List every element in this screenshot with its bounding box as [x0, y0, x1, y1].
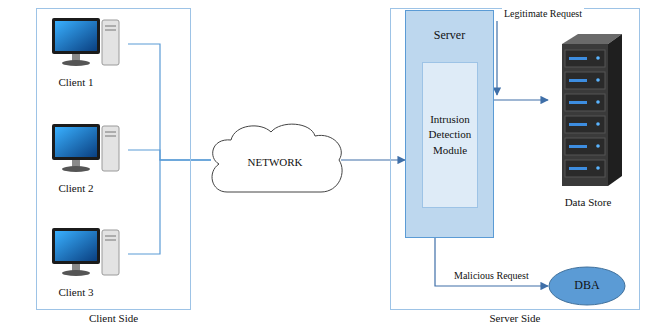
module-box: Intrusion Detection Module: [422, 62, 478, 208]
node-label: Server: [406, 11, 493, 43]
edge-label: Legitimate Request: [502, 8, 584, 20]
server-box: ServerIntrusion Detection Module: [405, 10, 494, 238]
network-cloud: NETWORK: [205, 118, 345, 202]
dba-ellipse: DBA: [548, 266, 626, 306]
leader-arrow: [496, 21, 497, 95]
node-label: NETWORK: [248, 156, 303, 169]
data-store-server: Data Store: [548, 30, 628, 212]
node-label: Intrusion Detection Module: [426, 112, 474, 158]
node-label: Client Side: [37, 312, 190, 324]
connector: [435, 238, 548, 286]
computer-icon: [48, 226, 128, 282]
server-side-region: Server SideServerIntrusion Detection Mod…: [390, 8, 640, 310]
client-computer: Client 2: [48, 122, 128, 200]
node-label: Client 2: [48, 182, 104, 195]
computer-icon: [48, 122, 128, 178]
node-label: Client 3: [48, 286, 104, 299]
edge-label: Malicious Request: [452, 270, 531, 282]
client-computer: Client 1: [48, 16, 128, 94]
connector: [128, 160, 211, 254]
connector: [128, 44, 211, 160]
node-label: Client 1: [48, 76, 104, 89]
server-rack-icon: [548, 30, 628, 190]
connector: [494, 99, 548, 100]
connector: [128, 150, 211, 160]
node-label: DBA: [574, 279, 599, 293]
connector: [341, 159, 405, 160]
node-label: Server Side: [391, 312, 639, 324]
computer-icon: [48, 16, 128, 72]
client-computer: Client 3: [48, 226, 128, 304]
node-label: Data Store: [548, 196, 628, 209]
client-side-region: Client SideClient 1Client 2Client 3: [36, 8, 191, 310]
